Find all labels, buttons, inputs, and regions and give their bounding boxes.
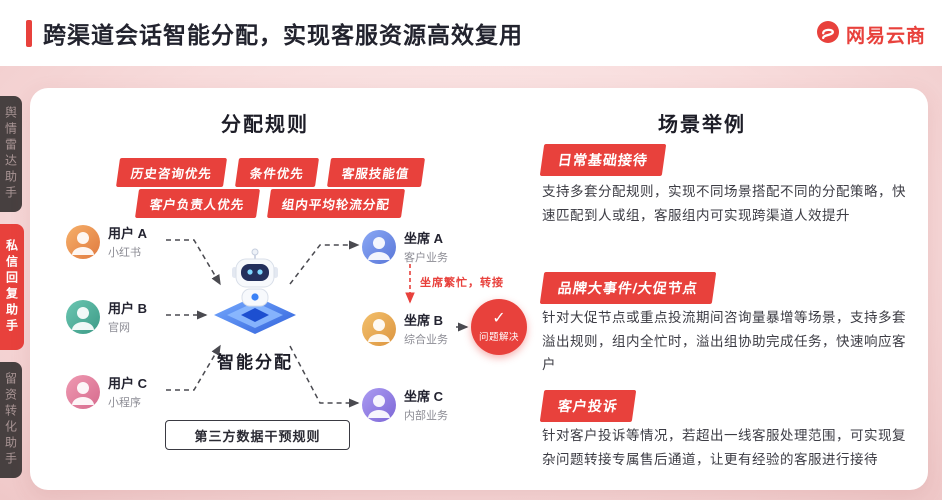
agent-team: 客户业务 bbox=[404, 252, 448, 264]
transfer-note: 坐席繁忙，转接 bbox=[420, 277, 504, 289]
flow-connectors bbox=[166, 239, 469, 408]
scenario-text: 针对客户投诉等情况，若超出一线客服处理范围，可实现复杂问题转接专属售后通道，让更… bbox=[542, 428, 906, 467]
user-name: 用户 C bbox=[108, 376, 148, 391]
rules-section-title: 分配规则 bbox=[221, 114, 309, 136]
engine-label: 智能分配 bbox=[217, 353, 293, 372]
scenario-text: 支持多套分配规则，实现不同场景搭配不同的分配策略，快速匹配到人或组，客服组内可实… bbox=[542, 184, 906, 223]
user-name: 用户 B bbox=[108, 301, 148, 316]
user-row: 用户 C 小程序 bbox=[66, 373, 147, 410]
agent-row: 坐席 A 客户业务 bbox=[362, 228, 448, 265]
result-badge: ✓ 问题解决 bbox=[471, 299, 527, 355]
user-avatar bbox=[66, 374, 100, 409]
page-title: 跨渠道会话智能分配，实现客服资源高效复用 bbox=[43, 22, 523, 48]
scenario-text: 针对大促节点或重点投流期间咨询量暴增等场景，支持多套溢出规则，组内全忙时，溢出组… bbox=[542, 310, 906, 373]
user-channel: 小程序 bbox=[108, 397, 141, 409]
result-label: 问题解决 bbox=[478, 332, 519, 343]
scenarios-section-title: 场景举例 bbox=[658, 114, 746, 136]
scenario-label-daily-reception: 日常基础接待 bbox=[539, 144, 667, 176]
agent-row: 坐席 C 内部业务 bbox=[362, 386, 448, 423]
user-channel: 官网 bbox=[108, 322, 130, 334]
user-row: 用户 B 官网 bbox=[66, 298, 147, 335]
header: 跨渠道会话智能分配，实现客服资源高效复用 网易云商 bbox=[0, 0, 942, 66]
main-panel: 分配规则 场景举例 历史咨询优先 条件优先 客服技能值 客户负责人优先 组内平均… bbox=[30, 88, 928, 490]
agent-name: 坐席 A bbox=[404, 231, 444, 246]
check-icon: ✓ bbox=[492, 310, 506, 327]
brand-name: 网易云商 bbox=[845, 26, 926, 47]
third-party-rule-box: 第三方数据干预规则 bbox=[165, 420, 350, 450]
user-row: 用户 A 小红书 bbox=[66, 223, 147, 260]
agent-avatar bbox=[362, 229, 396, 264]
user-avatar bbox=[66, 224, 100, 259]
agent-row: 坐席 B 综合业务 bbox=[362, 310, 448, 347]
sidebar-tab-lead-conversion[interactable]: 留资转化助手 bbox=[0, 362, 22, 478]
agent-avatar bbox=[362, 387, 396, 422]
brand-logo: 网易云商 bbox=[816, 20, 926, 49]
agent-name: 坐席 C bbox=[404, 389, 444, 404]
user-avatar bbox=[66, 299, 100, 334]
agent-team: 综合业务 bbox=[404, 334, 448, 346]
user-name: 用户 A bbox=[108, 226, 148, 241]
scenario-label-big-promotion: 品牌大事件/大促节点 bbox=[539, 272, 717, 304]
sidebar-tab-sentiment-radar[interactable]: 舆情雷达助手 bbox=[0, 96, 22, 212]
agent-name: 坐席 B bbox=[404, 313, 444, 328]
agent-team: 内部业务 bbox=[404, 410, 448, 422]
agent-avatar bbox=[362, 311, 396, 346]
user-channel: 小红书 bbox=[108, 247, 141, 259]
title-accent-bar bbox=[26, 19, 32, 47]
robot-illustration bbox=[210, 246, 300, 342]
sidebar-tab-private-message-reply[interactable]: 私信回复助手 bbox=[0, 224, 24, 350]
netease-cloud-commerce-logo-icon bbox=[816, 20, 840, 49]
scenario-label-customer-complaint: 客户投诉 bbox=[539, 390, 637, 422]
